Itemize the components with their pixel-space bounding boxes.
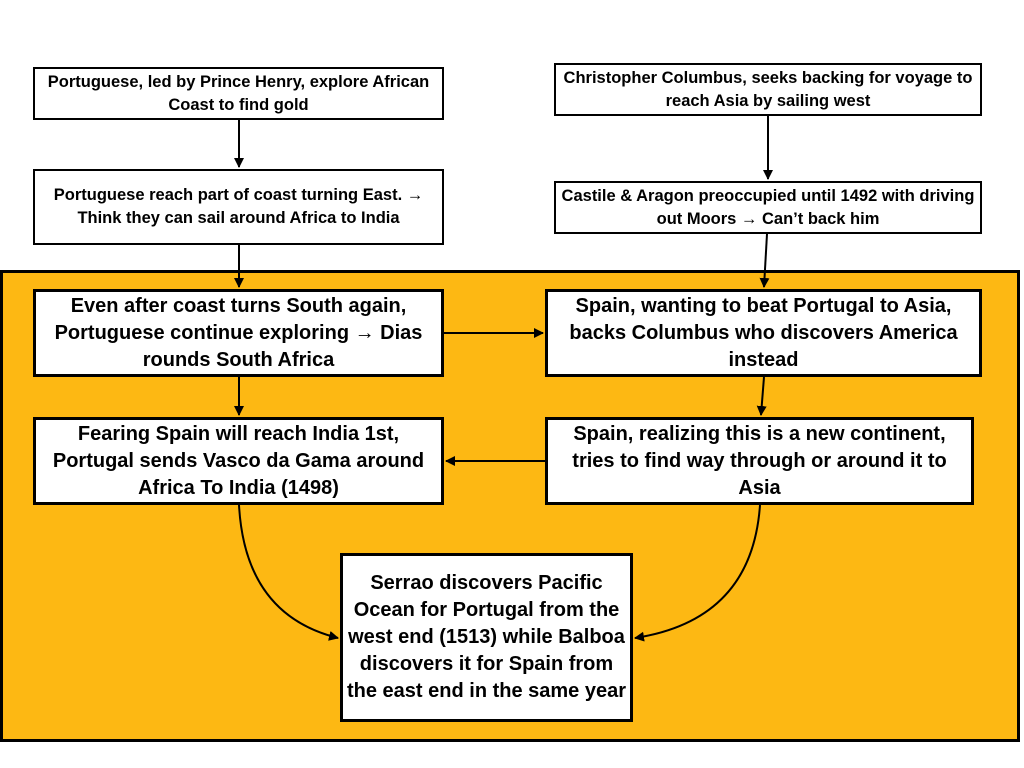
box-spain-backs-columbus: Spain, wanting to beat Portugal to Asia,…: [545, 289, 982, 377]
box-columbus-seeks-backing: Christopher Columbus, seeks backing for …: [554, 63, 982, 116]
box-vasco-da-gama: Fearing Spain will reach India 1st, Port…: [33, 417, 444, 505]
box-pacific-discovery: Serrao discovers Pacific Ocean for Portu…: [340, 553, 633, 722]
box-coast-turns-east: Portuguese reach part of coast turning E…: [33, 169, 444, 245]
box-castile-aragon: Castile & Aragon preoccupied until 1492 …: [554, 181, 982, 234]
box-spain-new-continent: Spain, realizing this is a new continent…: [545, 417, 974, 505]
box-prince-henry: Portuguese, led by Prince Henry, explore…: [33, 67, 444, 120]
box-dias-rounds-africa: Even after coast turns South again, Port…: [33, 289, 444, 377]
